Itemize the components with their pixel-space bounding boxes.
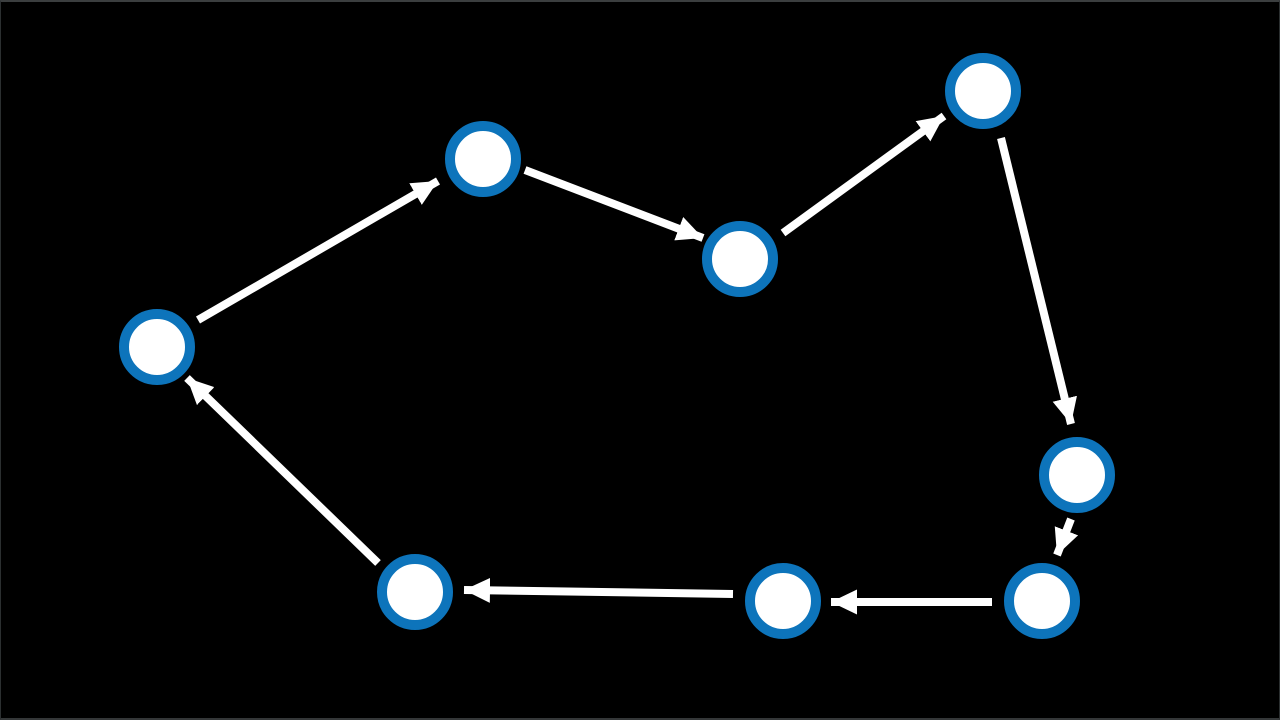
graph-node-n5	[1039, 437, 1115, 513]
graph-node-n6	[1004, 563, 1080, 639]
graph-edge-n2-n3	[523, 166, 705, 242]
graph-edge-n5-n6	[1053, 517, 1079, 557]
graph-edge-n8-n1	[184, 375, 381, 566]
edges-layer	[184, 112, 1079, 615]
nodes-layer	[119, 53, 1115, 639]
graph-node-n2	[445, 121, 521, 197]
graph-node-n1	[119, 309, 195, 385]
graph-node-n3	[702, 221, 778, 297]
graph-node-n7	[745, 563, 821, 639]
graph-edge-n3-n4	[780, 112, 947, 237]
graph-edge-n7-n8	[463, 577, 734, 603]
graph-edge-n4-n5	[997, 137, 1077, 425]
graph-node-n8	[377, 554, 453, 630]
graph-node-n4	[945, 53, 1021, 129]
graph-edge-n1-n2	[195, 177, 441, 324]
